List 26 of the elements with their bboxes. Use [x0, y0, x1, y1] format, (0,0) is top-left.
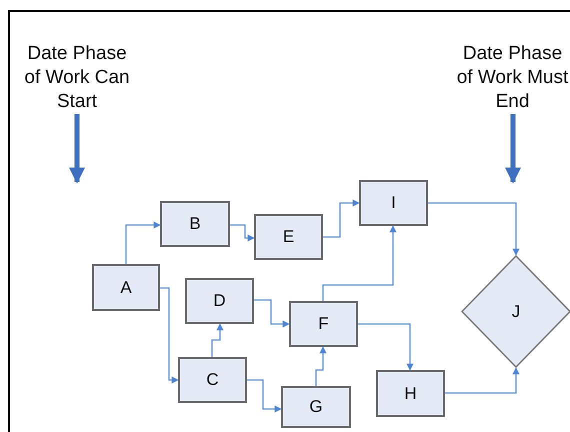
heading-text: Date Phase of Work Must End: [455, 42, 570, 114]
node-label: J: [512, 302, 520, 322]
task-box: I: [359, 180, 428, 226]
arrow: [428, 202, 520, 256]
task-box: G: [281, 386, 351, 428]
arrow: [247, 379, 282, 412]
task-box: B: [160, 201, 230, 247]
arrow: [323, 200, 360, 238]
arrow: [358, 323, 414, 371]
arrow: [160, 287, 179, 384]
arrow: [125, 222, 161, 264]
task-box: F: [289, 301, 358, 347]
arrow: [230, 224, 255, 242]
direction-arrow: [69, 114, 85, 184]
task-box: D: [185, 278, 254, 324]
arrow: [315, 346, 326, 386]
arrow: [254, 299, 290, 328]
task-box: E: [254, 214, 323, 260]
arrow: [445, 367, 520, 394]
arrow: [211, 323, 224, 357]
task-box: H: [376, 370, 445, 417]
heading-text: Date Phase of Work Can Start: [17, 42, 137, 114]
direction-arrow: [505, 114, 521, 184]
arrow: [322, 225, 396, 301]
task-box: C: [178, 357, 247, 403]
task-box: A: [92, 264, 160, 311]
